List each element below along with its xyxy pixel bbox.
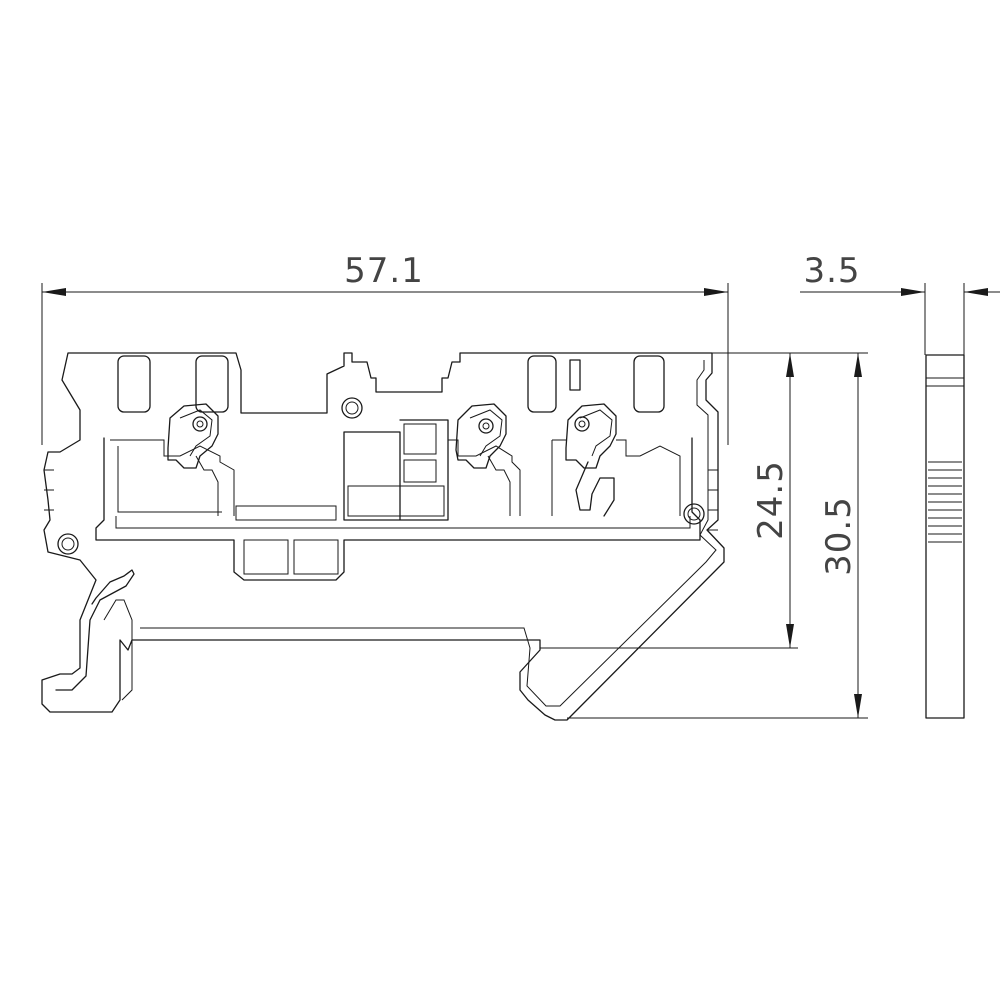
housing-inner-line (140, 360, 717, 707)
bridge-window-2 (403, 459, 437, 483)
side-profile (925, 354, 965, 719)
dimension-overall-height: 30.5 (819, 353, 862, 718)
top-slot-2 (195, 355, 229, 413)
center-bridge (343, 419, 449, 521)
dimension-side-thickness: 3.5 (800, 251, 1000, 355)
lower-pocket-1 (243, 539, 289, 575)
mounting-clip-left (55, 569, 135, 691)
terminal-right (551, 403, 681, 517)
right-edge-ribs (708, 469, 718, 531)
lower-pocket-2 (293, 539, 339, 575)
dim-label-thickness: 3.5 (803, 251, 860, 291)
housing-outline (41, 352, 725, 721)
dim-label-overall-height: 30.5 (819, 496, 859, 576)
screw-hole-middle (478, 418, 494, 434)
top-slot-4 (633, 355, 665, 413)
dim-label-length: 57.1 (344, 251, 424, 291)
terminal-middle (448, 403, 521, 516)
side-grip-ribs (928, 461, 962, 543)
bridge-window-1 (403, 423, 437, 455)
front-view (41, 352, 725, 721)
screw-hole-right (574, 416, 590, 432)
top-slot-1 (117, 355, 151, 413)
side-view (925, 354, 965, 719)
bridge-bar (235, 505, 337, 521)
dimension-body-height: 24.5 (751, 353, 794, 648)
dimension-overall-length: 57.1 (41, 251, 729, 445)
bridge-plate (347, 485, 445, 517)
inner-chamber-frame (95, 437, 701, 581)
inner-chamber-floor (115, 516, 691, 529)
top-slot-marker (569, 359, 581, 391)
mounting-hole-right (683, 503, 705, 525)
mounting-hole-center (341, 397, 363, 419)
terminal-left (110, 403, 235, 516)
dim-label-body-height: 24.5 (751, 460, 791, 540)
screw-hole-left (192, 416, 208, 432)
mounting-hole-left (57, 533, 79, 555)
mounting-clip-slot (103, 599, 133, 701)
left-edge-ribs (44, 469, 54, 511)
top-slot-3 (527, 355, 557, 413)
